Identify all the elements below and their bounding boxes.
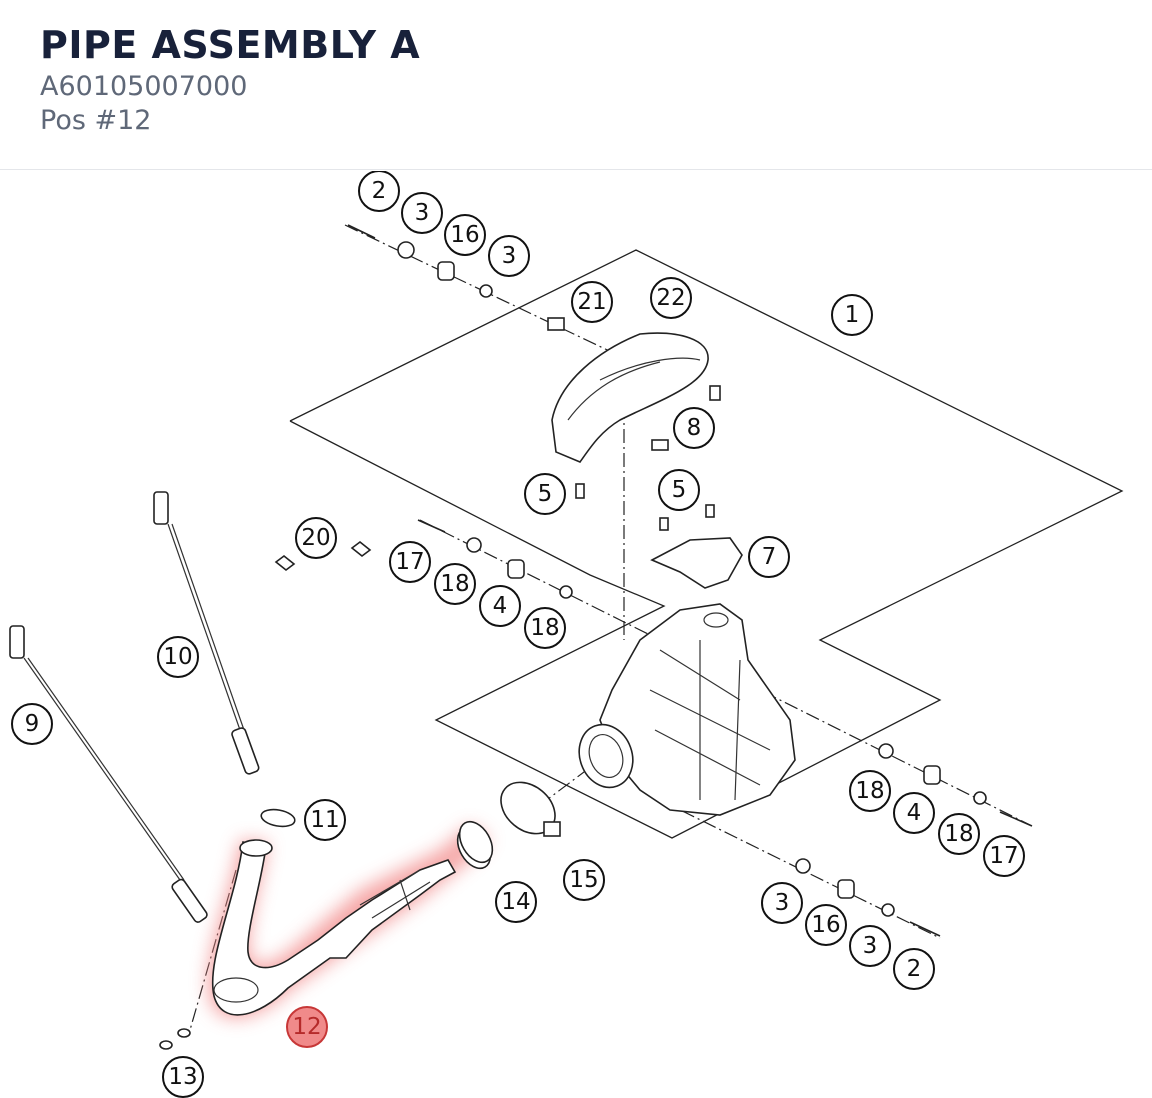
callout-17[interactable]: 17 <box>389 541 431 583</box>
callout-label: 1 <box>845 302 860 328</box>
callout-label: 3 <box>775 890 790 916</box>
callout-label: 15 <box>569 867 598 893</box>
callout-label: 3 <box>863 933 878 959</box>
callout-label: 17 <box>395 549 424 575</box>
callout-12-highlighted[interactable]: 12 <box>286 1006 328 1048</box>
callout-9[interactable]: 9 <box>11 703 53 745</box>
callout-7[interactable]: 7 <box>748 536 790 578</box>
callout-label: 4 <box>493 593 508 619</box>
callout-2[interactable]: 2 <box>893 948 935 990</box>
callout-label: 3 <box>502 243 517 269</box>
callout-3[interactable]: 3 <box>401 192 443 234</box>
callout-label: 16 <box>450 222 479 248</box>
callout-4[interactable]: 4 <box>479 585 521 627</box>
part-number: A60105007000 <box>40 71 248 102</box>
exploded-parts-diagram: 1 2 2 3 3 3 3 4 4 5 5 7 8 9 10 11 12 13 … <box>9 171 1124 1098</box>
fastener-stack-lower[interactable] <box>159 483 941 1050</box>
callout-15[interactable]: 15 <box>563 859 605 901</box>
callout-18[interactable]: 18 <box>849 770 891 812</box>
callout-18[interactable]: 18 <box>938 813 980 855</box>
gasket-ring-14[interactable] <box>453 816 499 868</box>
callout-label: 4 <box>907 800 922 826</box>
callout-label: 21 <box>577 289 606 315</box>
callout-3[interactable]: 3 <box>488 235 530 277</box>
callout-label: 14 <box>501 889 530 915</box>
callout-1[interactable]: 1 <box>831 294 873 336</box>
callout-label: 16 <box>811 912 840 938</box>
callout-label: 2 <box>372 178 387 204</box>
callout-label: 5 <box>538 481 553 507</box>
callout-label: 18 <box>855 778 884 804</box>
callout-label: 18 <box>530 615 559 641</box>
page-title: PIPE ASSEMBLY A <box>40 23 421 67</box>
callout-4[interactable]: 4 <box>893 792 935 834</box>
muffler-body[interactable] <box>571 603 796 816</box>
callout-label: 20 <box>301 525 330 551</box>
callout-18[interactable]: 18 <box>524 607 566 649</box>
callout-16[interactable]: 16 <box>444 214 486 256</box>
pipe-assembly-highlight[interactable] <box>207 822 497 1019</box>
page-header: PIPE ASSEMBLY A A60105007000 Pos #12 <box>0 0 1152 170</box>
callout-21[interactable]: 21 <box>571 281 613 323</box>
callout-22[interactable]: 22 <box>650 277 692 319</box>
callout-label: 12 <box>292 1014 321 1040</box>
fastener-stack-middle[interactable] <box>274 519 1033 827</box>
callout-label: 18 <box>944 821 973 847</box>
callout-17[interactable]: 17 <box>983 835 1025 877</box>
callout-label: 17 <box>989 843 1018 869</box>
callout-label: 8 <box>687 415 702 441</box>
callout-2[interactable]: 2 <box>358 171 400 212</box>
callout-label: 9 <box>25 711 40 737</box>
callout-label: 2 <box>907 956 922 982</box>
callout-5[interactable]: 5 <box>658 469 700 511</box>
oxygen-sensor-10[interactable] <box>153 491 260 775</box>
callout-5[interactable]: 5 <box>524 473 566 515</box>
oxygen-sensor-9[interactable] <box>9 625 208 924</box>
callout-label: 5 <box>672 477 687 503</box>
callout-3[interactable]: 3 <box>761 882 803 924</box>
callout-11[interactable]: 11 <box>304 799 346 841</box>
callout-3[interactable]: 3 <box>849 925 891 967</box>
callout-13[interactable]: 13 <box>162 1056 204 1098</box>
callout-label: 7 <box>762 544 777 570</box>
callout-8[interactable]: 8 <box>673 407 715 449</box>
heat-shield-upper[interactable] <box>551 332 709 463</box>
callout-14[interactable]: 14 <box>495 881 537 923</box>
callout-label: 10 <box>163 644 192 670</box>
callout-label: 11 <box>310 807 339 833</box>
callout-16[interactable]: 16 <box>805 904 847 946</box>
heat-shield-lower[interactable] <box>650 537 743 589</box>
callout-10[interactable]: 10 <box>157 636 199 678</box>
clamp[interactable] <box>491 772 565 844</box>
callout-label: 22 <box>656 285 685 311</box>
callout-20[interactable]: 20 <box>295 517 337 559</box>
callout-label: 3 <box>415 200 430 226</box>
position-label: Pos #12 <box>40 105 152 136</box>
fastener-stack-upper[interactable] <box>347 224 721 451</box>
assembly-axis-lines <box>189 224 1031 1031</box>
callout-label: 18 <box>440 571 469 597</box>
callout-label: 13 <box>168 1064 197 1090</box>
callout-18[interactable]: 18 <box>434 563 476 605</box>
assembly-frame-outline <box>289 249 1124 839</box>
o-ring-11[interactable] <box>260 807 296 829</box>
